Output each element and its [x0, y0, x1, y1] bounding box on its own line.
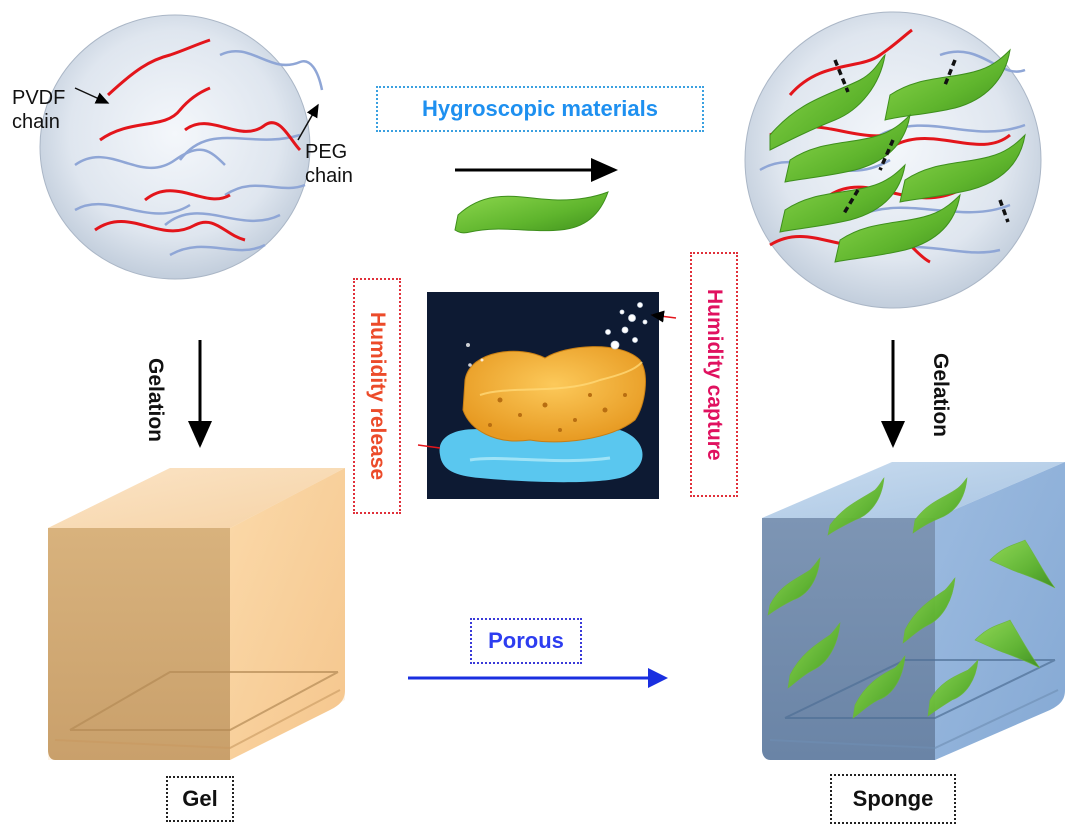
pvdf-chains [94, 38, 302, 242]
sponge-photo [427, 292, 659, 499]
gel-cube [48, 468, 345, 760]
hygroscopic-sheets [769, 48, 1026, 263]
pvdf-chain-label: PVDF chain [12, 87, 66, 133]
gelation-right-label: Gelation [929, 352, 952, 437]
sponge-label: Sponge [830, 774, 956, 824]
peg-chain-label: PEG chain [305, 141, 353, 187]
peg-chains [74, 49, 324, 257]
gelation-left-label: Gelation [144, 357, 167, 442]
humidity-capture-label: Humidity capture [690, 252, 738, 497]
porous-label: Porous [470, 618, 582, 664]
pvdf-peg-sphere [39, 14, 324, 280]
sponge-cube [762, 462, 1065, 760]
gel-label: Gel [166, 776, 234, 822]
humidity-release-label: Humidity release [353, 278, 401, 514]
hygroscopic-sheet-icon [454, 191, 609, 234]
porous-arrow-head [648, 668, 668, 688]
sponge-sphere [744, 11, 1042, 309]
hygroscopic-label: Hygroscopic materials [376, 86, 704, 132]
